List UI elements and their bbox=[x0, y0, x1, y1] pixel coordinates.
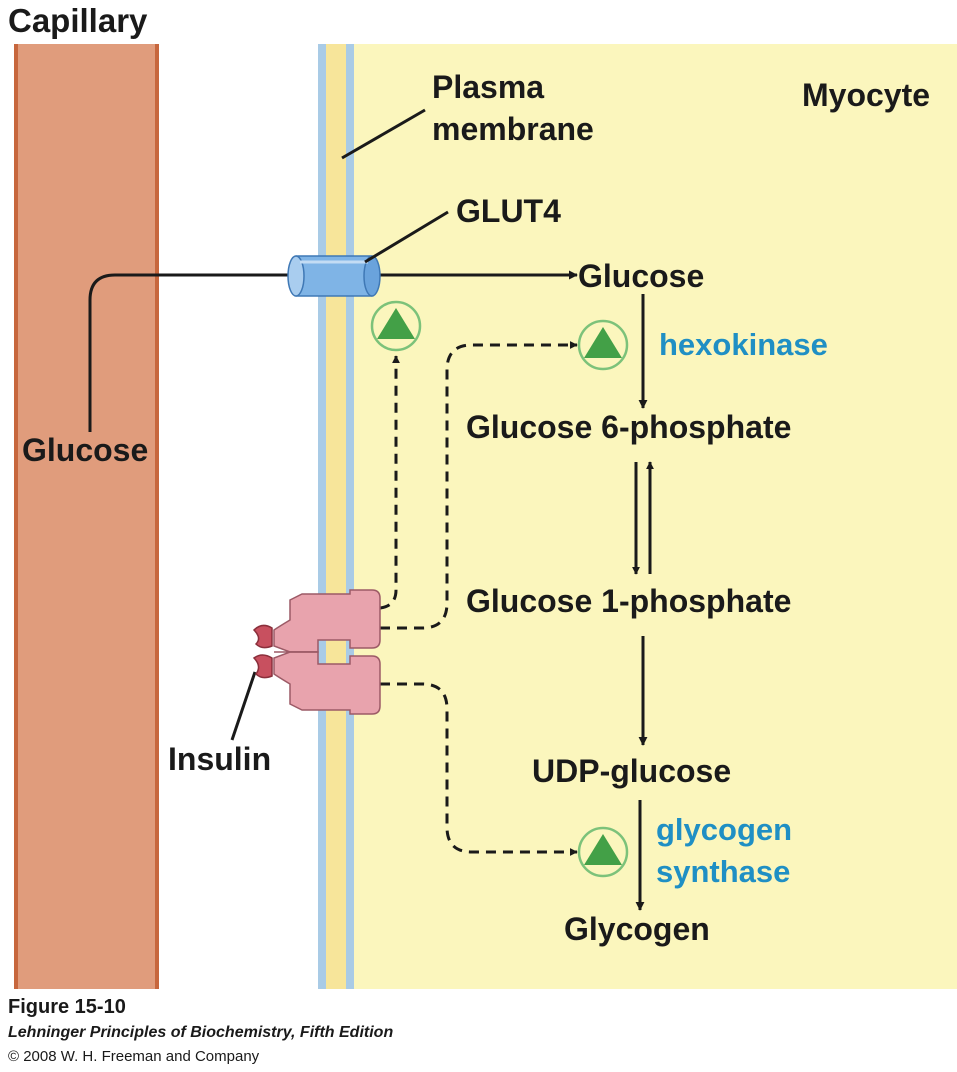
capillary bbox=[14, 44, 159, 989]
glucose-6-phosphate-label: Glucose 6-phosphate bbox=[466, 409, 791, 445]
signal-to-glut4-arrow bbox=[379, 355, 400, 610]
glucose-1-phosphate-label: Glucose 1-phosphate bbox=[466, 583, 791, 619]
glut4-activation-icon bbox=[370, 300, 422, 352]
myocyte-label: Myocyte bbox=[802, 77, 930, 113]
insulin-leader bbox=[230, 671, 257, 741]
membrane-inner-layer bbox=[346, 44, 354, 989]
insulin-receptor bbox=[273, 589, 381, 715]
book-title: Lehninger Principles of Biochemistry, Fi… bbox=[8, 1024, 394, 1041]
insulin-molecule bbox=[252, 624, 273, 679]
myocyte-cytoplasm bbox=[352, 44, 957, 989]
glucose-transport-arrow bbox=[88, 270, 578, 432]
glycogen-label: Glycogen bbox=[564, 911, 710, 947]
figure-number: Figure 15-10 bbox=[8, 996, 126, 1018]
hexokinase-activation-icon bbox=[577, 319, 629, 371]
plasma-membrane-label-2: membrane bbox=[432, 111, 594, 147]
capillary-label: Capillary bbox=[8, 2, 148, 39]
glycogen-synthase-label-1: glycogen bbox=[656, 812, 792, 847]
plasma-membrane-label-1: Plasma bbox=[432, 69, 544, 105]
insulin-glycogen-diagram: Plasma membrane Myocyte GLUT4 Glucose In… bbox=[14, 44, 957, 989]
membrane-outer-layer bbox=[318, 44, 326, 989]
hexokinase-label: hexokinase bbox=[659, 327, 828, 362]
copyright-notice: © 2008 W. H. Freeman and Company bbox=[8, 1048, 260, 1065]
capillary-wall-right bbox=[155, 44, 159, 989]
glut4-label: GLUT4 bbox=[456, 193, 561, 229]
glut4-leader bbox=[364, 210, 449, 264]
signal-to-glycogen-synthase-arrow bbox=[380, 682, 578, 856]
glycogen-synthase-activation-icon bbox=[577, 826, 629, 878]
signal-to-hexokinase-arrow bbox=[380, 341, 578, 630]
insulin-label: Insulin bbox=[168, 741, 271, 777]
capillary-wall-left bbox=[14, 44, 18, 989]
glut4-transporter bbox=[287, 255, 381, 297]
udp-glucose-label: UDP-glucose bbox=[532, 753, 731, 789]
glycogen-synthase-label-2: synthase bbox=[656, 854, 790, 889]
plasma-membrane-leader bbox=[341, 108, 426, 160]
membrane-core bbox=[326, 44, 346, 989]
glucose-blood-label: Glucose bbox=[22, 432, 148, 468]
glucose-label: Glucose bbox=[578, 258, 704, 294]
